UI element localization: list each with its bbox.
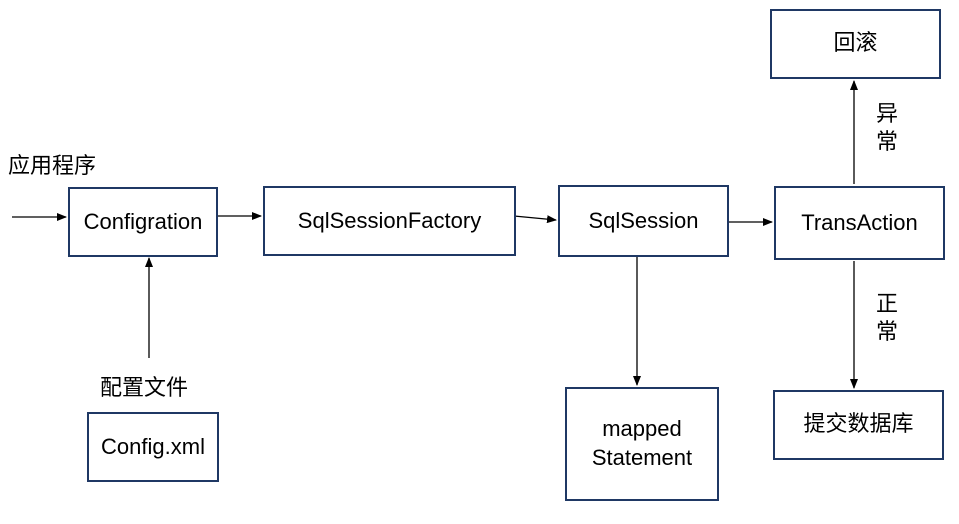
rollback-text: 回滚 bbox=[833, 30, 878, 56]
mapped-text-line1: mapped bbox=[602, 416, 682, 442]
sqlsession-text: SqlSession bbox=[588, 207, 699, 233]
normal-label: 正常 bbox=[875, 292, 898, 345]
commit-db-box: 提交数据库 bbox=[773, 390, 944, 460]
rollback-box: 回滚 bbox=[770, 9, 941, 79]
config-xml-text: Config.xml bbox=[101, 433, 205, 459]
sqlsessionfactory-box: SqlSessionFactory bbox=[263, 186, 516, 256]
mapped-statement-box: mapped Statement bbox=[565, 387, 719, 501]
exception-label: 异常 bbox=[875, 102, 898, 155]
configration-text: Configration bbox=[83, 208, 203, 234]
mapped-text-line2: Statement bbox=[591, 445, 693, 470]
sqlsessionfactory-text: SqlSessionFactory bbox=[297, 207, 482, 233]
app-label: 应用程序 bbox=[8, 154, 97, 179]
config-file-label: 配置文件 bbox=[100, 376, 189, 401]
arrow-factory-to-session bbox=[513, 215, 557, 224]
configration-box: Configration bbox=[68, 187, 218, 257]
transaction-text: TransAction bbox=[801, 209, 918, 235]
config-xml-box: Config.xml bbox=[87, 412, 219, 482]
commit-db-text: 提交数据库 bbox=[803, 411, 914, 437]
sqlsession-box: SqlSession bbox=[558, 185, 729, 257]
transaction-box: TransAction bbox=[774, 186, 945, 260]
